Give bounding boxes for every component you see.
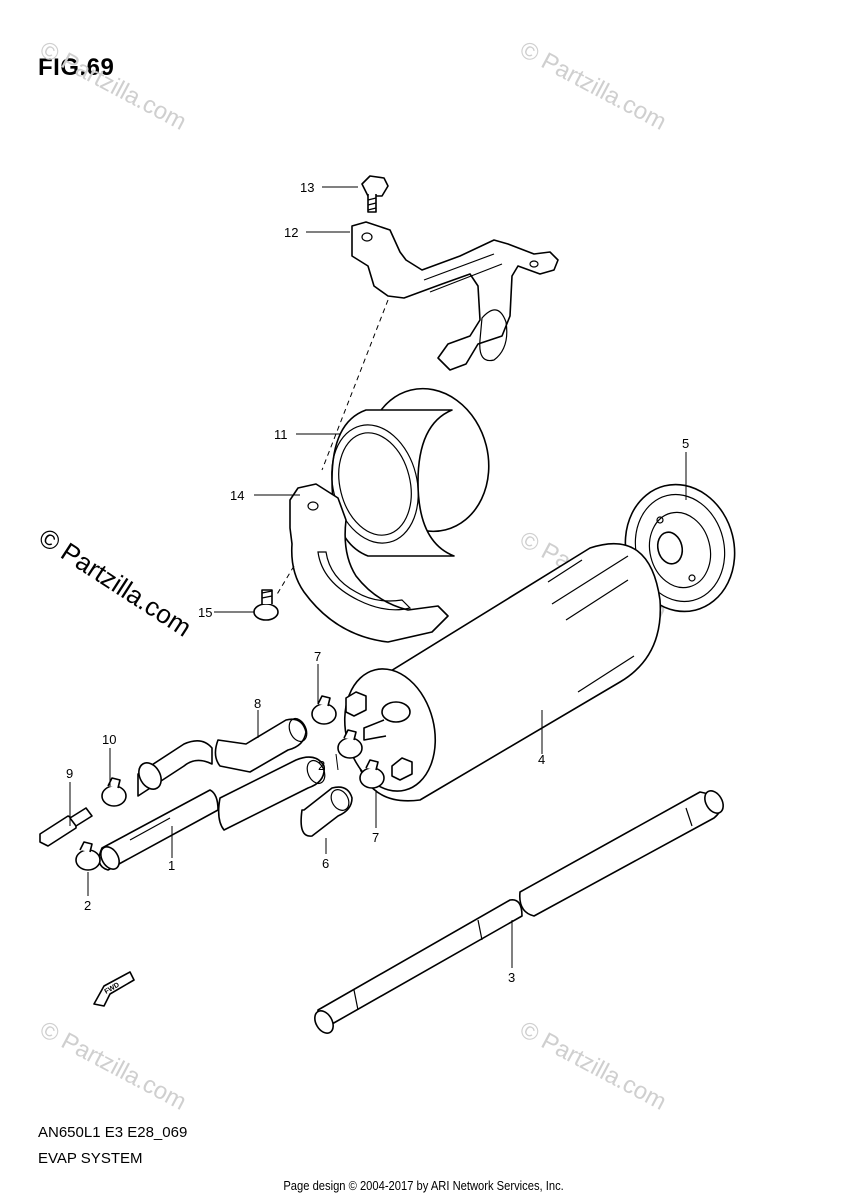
part-3-tube[interactable] xyxy=(311,788,727,1037)
callout-label: 2 xyxy=(318,758,325,773)
callout-label: 3 xyxy=(508,970,515,985)
callout-label: 5 xyxy=(682,436,689,451)
part-11-band[interactable] xyxy=(320,376,504,557)
figure-title: FIG.69 xyxy=(38,54,115,81)
part-2-clamp[interactable] xyxy=(337,729,363,759)
part-15-screw[interactable] xyxy=(253,589,279,621)
part-4-canister[interactable] xyxy=(332,542,662,802)
page-footer: Page design © 2004-2017 by ARI Network S… xyxy=(283,1178,564,1193)
model-code: AN650L1 E3 E28_069 xyxy=(38,1124,188,1141)
callout-label: 6 xyxy=(322,856,329,871)
callout-label: 8 xyxy=(254,696,261,711)
part-7-clamp[interactable] xyxy=(311,695,337,725)
part-12-bracket[interactable] xyxy=(351,221,559,371)
part-7-clamp[interactable] xyxy=(359,759,385,789)
callout-label: 9 xyxy=(66,766,73,781)
part-10-clamp[interactable] xyxy=(101,777,127,807)
callout-label: 4 xyxy=(538,752,545,767)
part-1-hose[interactable] xyxy=(97,756,328,872)
part-14-bracket[interactable] xyxy=(289,483,449,643)
part-2-clamp[interactable] xyxy=(75,841,101,871)
part-8-hose[interactable] xyxy=(134,716,310,797)
callout-label: 13 xyxy=(300,180,314,195)
callout-label: 10 xyxy=(102,732,116,747)
callout-label: 7 xyxy=(372,830,379,845)
callout-label: 15 xyxy=(198,605,212,620)
callout-label: 14 xyxy=(230,488,244,503)
callout-label: 7 xyxy=(314,649,321,664)
part-13-bolt[interactable] xyxy=(361,175,389,213)
callout-label: 1 xyxy=(168,858,175,873)
callout-label: 11 xyxy=(274,427,288,442)
callout-label: 12 xyxy=(284,225,298,240)
section-name: EVAP SYSTEM xyxy=(38,1150,143,1167)
part-6-hose[interactable] xyxy=(300,786,353,837)
fwd-arrow-icon: FWD xyxy=(93,971,135,1007)
callout-label: 2 xyxy=(84,898,91,913)
part-9-fitting[interactable] xyxy=(39,807,93,847)
